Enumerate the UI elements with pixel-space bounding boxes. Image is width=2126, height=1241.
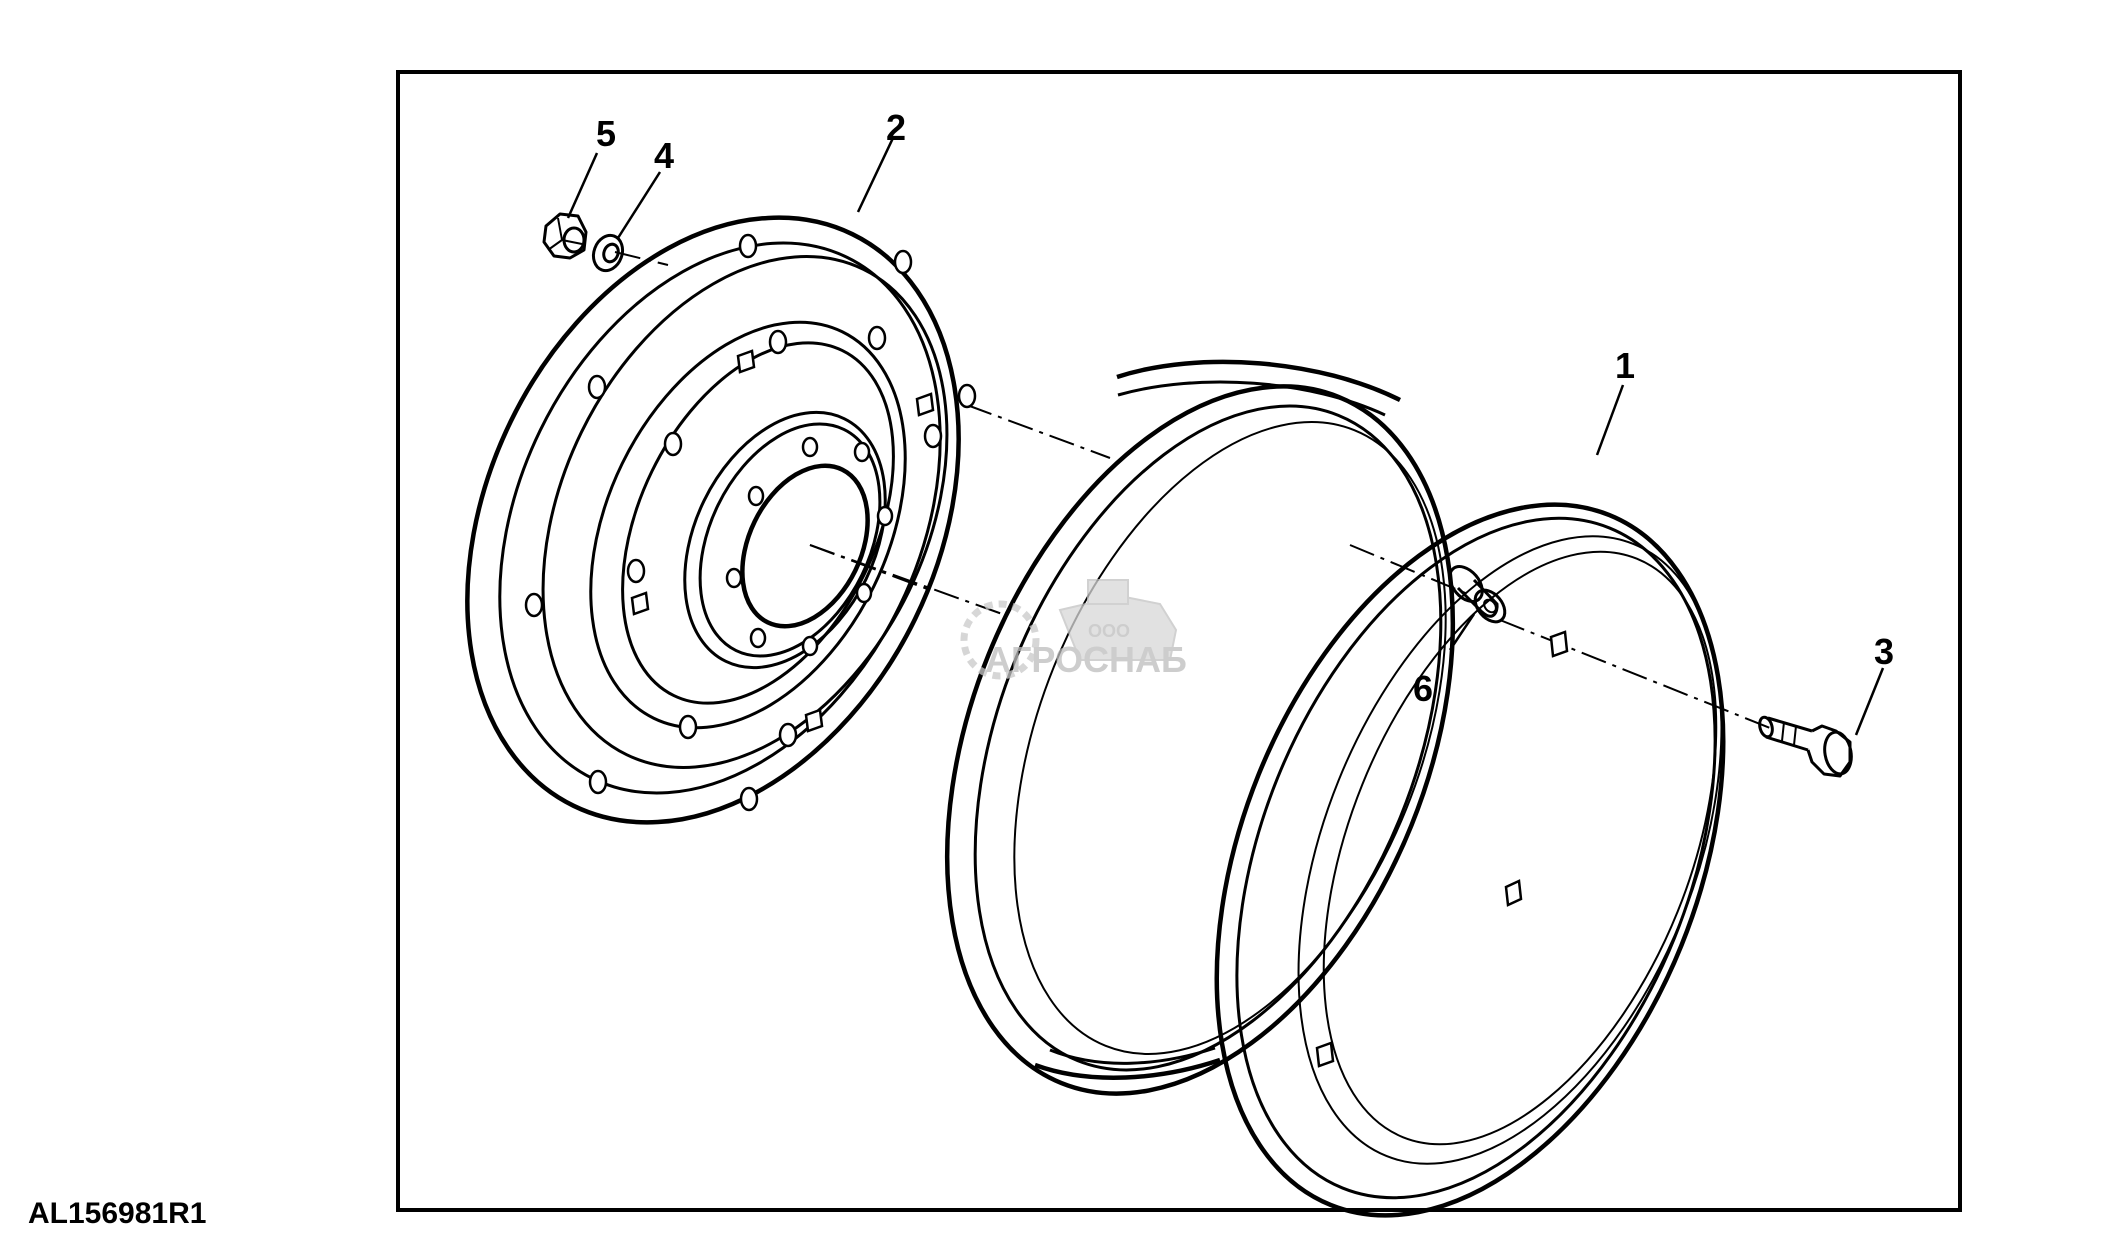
callout-6: 6 [1413, 668, 1433, 709]
middle-ring-holes [626, 325, 943, 748]
spacer-part [1448, 565, 1507, 624]
diagram-frame [396, 70, 1962, 1212]
figure-id-label: AL156981R1 [28, 1197, 206, 1230]
watermark-small-text: ООО [1088, 621, 1130, 641]
hub-bolt-holes [725, 436, 894, 657]
bolt-part [1758, 715, 1853, 778]
callout-1: 1 [1615, 345, 1635, 386]
callout-2: 2 [886, 107, 906, 148]
rim-square-slots [1315, 630, 1569, 1068]
callout-3: 3 [1874, 631, 1894, 672]
gear-harvester-logo-icon [960, 579, 1178, 680]
callout-4: 4 [654, 135, 674, 176]
rim-part [944, 359, 1726, 1218]
callout-leader-lines [566, 137, 1885, 736]
nut-part [542, 212, 588, 260]
washer-part [591, 233, 625, 273]
flange-holes [524, 233, 977, 812]
center-disc-part [465, 215, 977, 825]
watermark-brand-text: АГРОСНАБ [985, 639, 1187, 680]
disc-square-slots [630, 349, 935, 733]
agrosnab-watermark: ООО АГРОСНАБ [960, 579, 1187, 680]
callout-5: 5 [596, 113, 616, 154]
